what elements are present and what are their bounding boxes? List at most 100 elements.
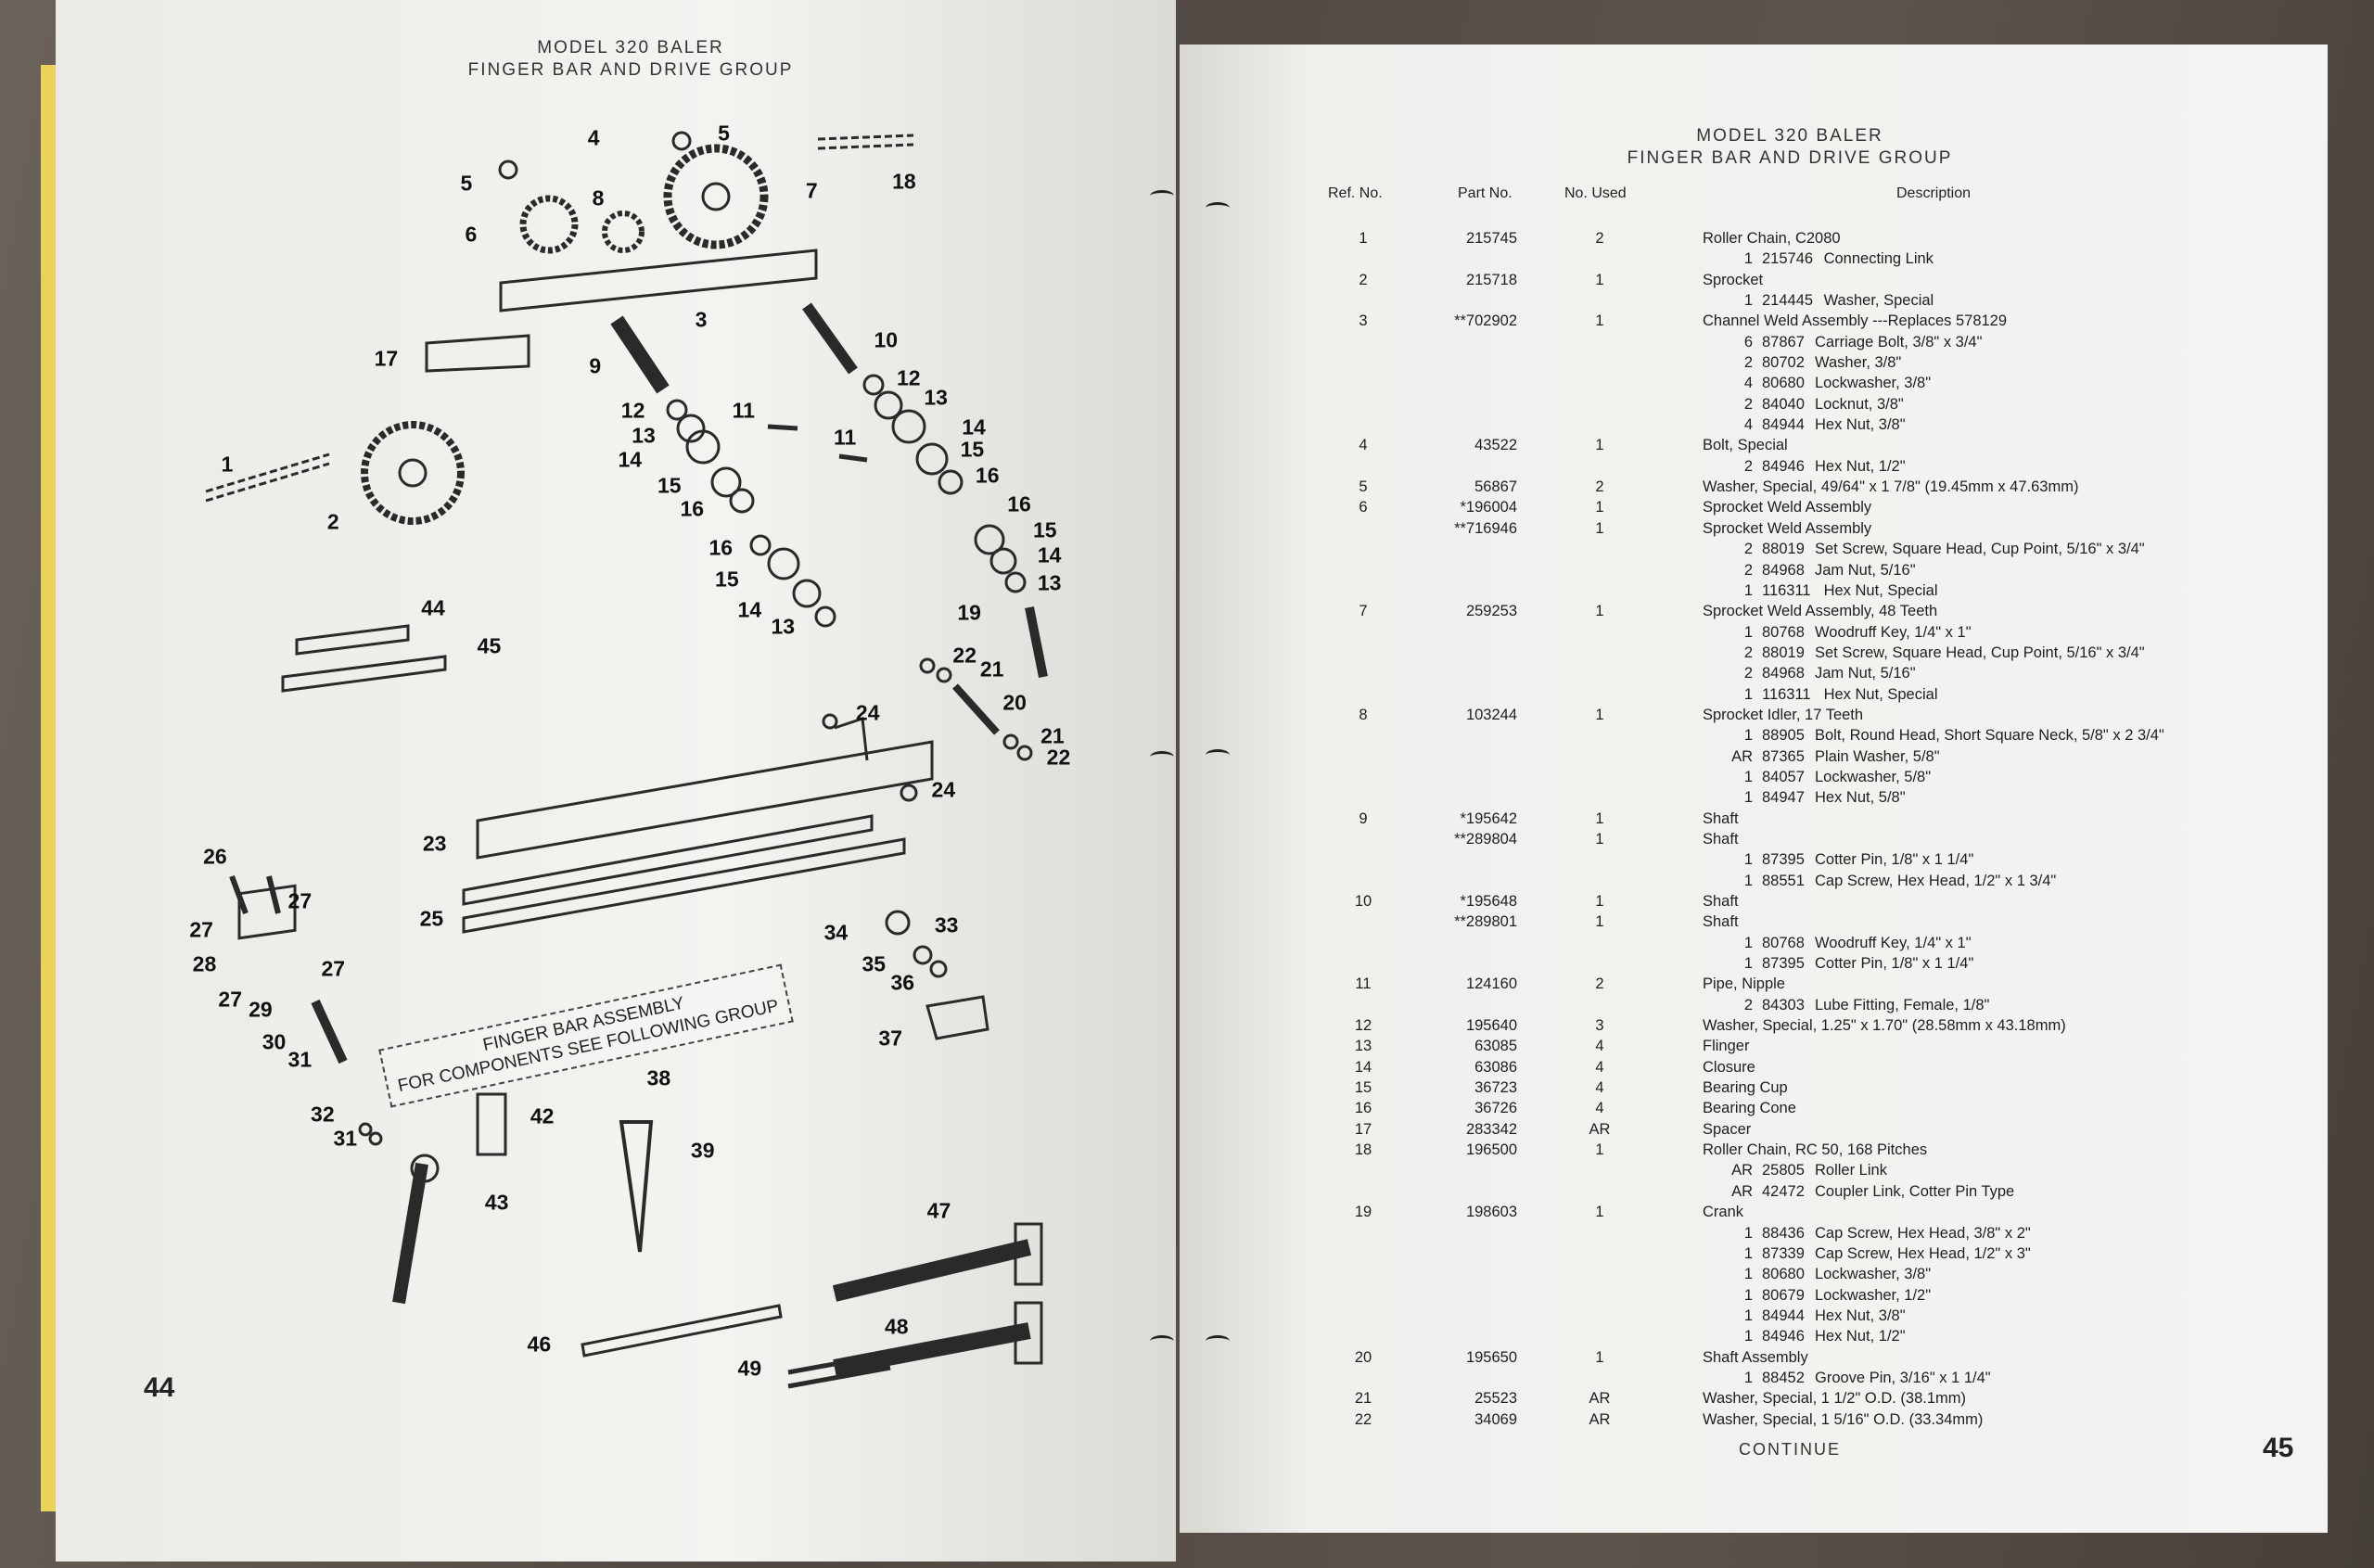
description: Roller Chain, C2080: [1703, 230, 1841, 247]
sub-quantity: 2: [1743, 561, 1753, 579]
sub-description: Woodruff Key, 1/4" x 1": [1815, 934, 1972, 951]
sub-description: Hex Nut, 3/8": [1815, 1307, 1906, 1324]
quantity-used: 1: [1595, 271, 1604, 288]
description: Shaft: [1703, 830, 1739, 848]
strip-part: [281, 655, 447, 693]
sub-part-description: 84944: [1762, 416, 1805, 434]
continue-label: CONTINUE: [1739, 1440, 1841, 1459]
callout-number: 13: [632, 423, 656, 448]
sub-quantity: 1: [1743, 581, 1753, 599]
sub-part-description: 25805: [1762, 1162, 1805, 1179]
ref-number: 1: [1359, 230, 1368, 247]
left-page-number: 44: [144, 1372, 175, 1403]
callout-number: 27: [287, 888, 313, 913]
part-number: 36723: [1474, 1079, 1517, 1097]
sub-description: Set Screw, Square Head, Cup Point, 5/16"…: [1815, 644, 2145, 661]
sub-part-description: 116311: [1762, 685, 1811, 703]
description: Washer, Special, 1 1/2" O.D. (38.1mm): [1703, 1390, 1967, 1408]
callout-number: 12: [897, 365, 921, 390]
arm-part: [619, 1120, 654, 1253]
binding-hole-mark: [1150, 751, 1174, 763]
callout-number: 3: [695, 307, 708, 332]
callout-number: 34: [823, 920, 849, 945]
sub-description: Lockwasher, 3/8": [1815, 1266, 1932, 1283]
sub-quantity: 2: [1743, 395, 1753, 413]
description: Washer, Special, 1 5/16" O.D. (33.34mm): [1703, 1410, 1984, 1428]
sub-part-description: 84968: [1762, 665, 1805, 682]
sprocket-part: [663, 144, 769, 249]
sub-part-description: 88019: [1762, 541, 1805, 558]
quantity-used: 1: [1595, 893, 1604, 910]
sub-quantity: 1: [1743, 768, 1753, 785]
callout-number: 43: [484, 1190, 509, 1215]
description: Sprocket Weld Assembly: [1703, 499, 1872, 516]
callout-number: 21: [979, 657, 1004, 682]
callout-number: 48: [884, 1314, 909, 1338]
right-page-number: 45: [2263, 1433, 2294, 1463]
ref-number: 19: [1354, 1204, 1372, 1221]
bracket-part: [237, 884, 297, 940]
sub-part-description: 87395: [1762, 955, 1805, 973]
quantity-used: 1: [1595, 603, 1604, 620]
quantity-used: 1: [1595, 499, 1604, 516]
exploded-parts-diagram: [205, 131, 1048, 1389]
sub-quantity: 1: [1743, 685, 1753, 703]
sub-part-description: 215746: [1762, 250, 1814, 268]
sub-description: Lockwasher, 1/2": [1815, 1286, 1932, 1304]
sub-part-description: 84057: [1762, 768, 1805, 785]
part-number: 36726: [1474, 1100, 1517, 1117]
sub-description: Jam Nut, 5/16": [1815, 665, 1916, 682]
callout-number: 14: [962, 414, 986, 439]
sub-quantity: 1: [1743, 292, 1753, 310]
quantity-used: AR: [1589, 1120, 1611, 1138]
sub-description: Lube Fitting, Female, 1/8": [1815, 996, 1990, 1013]
part-number: **702902: [1454, 312, 1517, 330]
sub-description: Set Screw, Square Head, Cup Point, 5/16"…: [1815, 541, 2145, 558]
ref-number: 14: [1354, 1058, 1372, 1076]
sub-part-description: 84944: [1762, 1307, 1805, 1324]
callout-number: 27: [321, 956, 346, 981]
sub-part-description: 80680: [1762, 375, 1805, 392]
sub-description: Hex Nut, 3/8": [1815, 416, 1906, 434]
sub-quantity: 1: [1743, 934, 1753, 951]
sub-part-description: 88019: [1762, 644, 1805, 661]
quantity-used: 1: [1595, 913, 1604, 931]
sub-description: Washer, Special: [1823, 292, 1934, 310]
quantity-used: 2: [1595, 478, 1604, 496]
finger-bar-strip-part: [462, 814, 874, 906]
sub-part-description: 84947: [1762, 789, 1805, 807]
description: Sprocket Idler, 17 Teeth: [1703, 706, 1864, 723]
callout-number: 11: [834, 425, 857, 450]
sub-description: Woodruff Key, 1/4" x 1": [1815, 623, 1972, 641]
column-header-used: No. Used: [1564, 185, 1627, 201]
sub-part-description: 88452: [1762, 1369, 1805, 1386]
quantity-used: 1: [1595, 809, 1604, 827]
sub-part-description: 87395: [1762, 851, 1805, 869]
sub-part-description: 87339: [1762, 1244, 1805, 1262]
quantity-used: AR: [1589, 1390, 1611, 1408]
sub-part-description: 84946: [1762, 457, 1805, 475]
sub-quantity: 2: [1743, 457, 1753, 475]
callout-number: 36: [890, 970, 915, 995]
part-number: 195640: [1465, 1017, 1517, 1035]
column-header-ref: Ref. No.: [1328, 185, 1383, 201]
callout-number: 1: [221, 452, 234, 477]
callout-number: 32: [311, 1102, 335, 1127]
ref-number: 8: [1359, 706, 1368, 723]
